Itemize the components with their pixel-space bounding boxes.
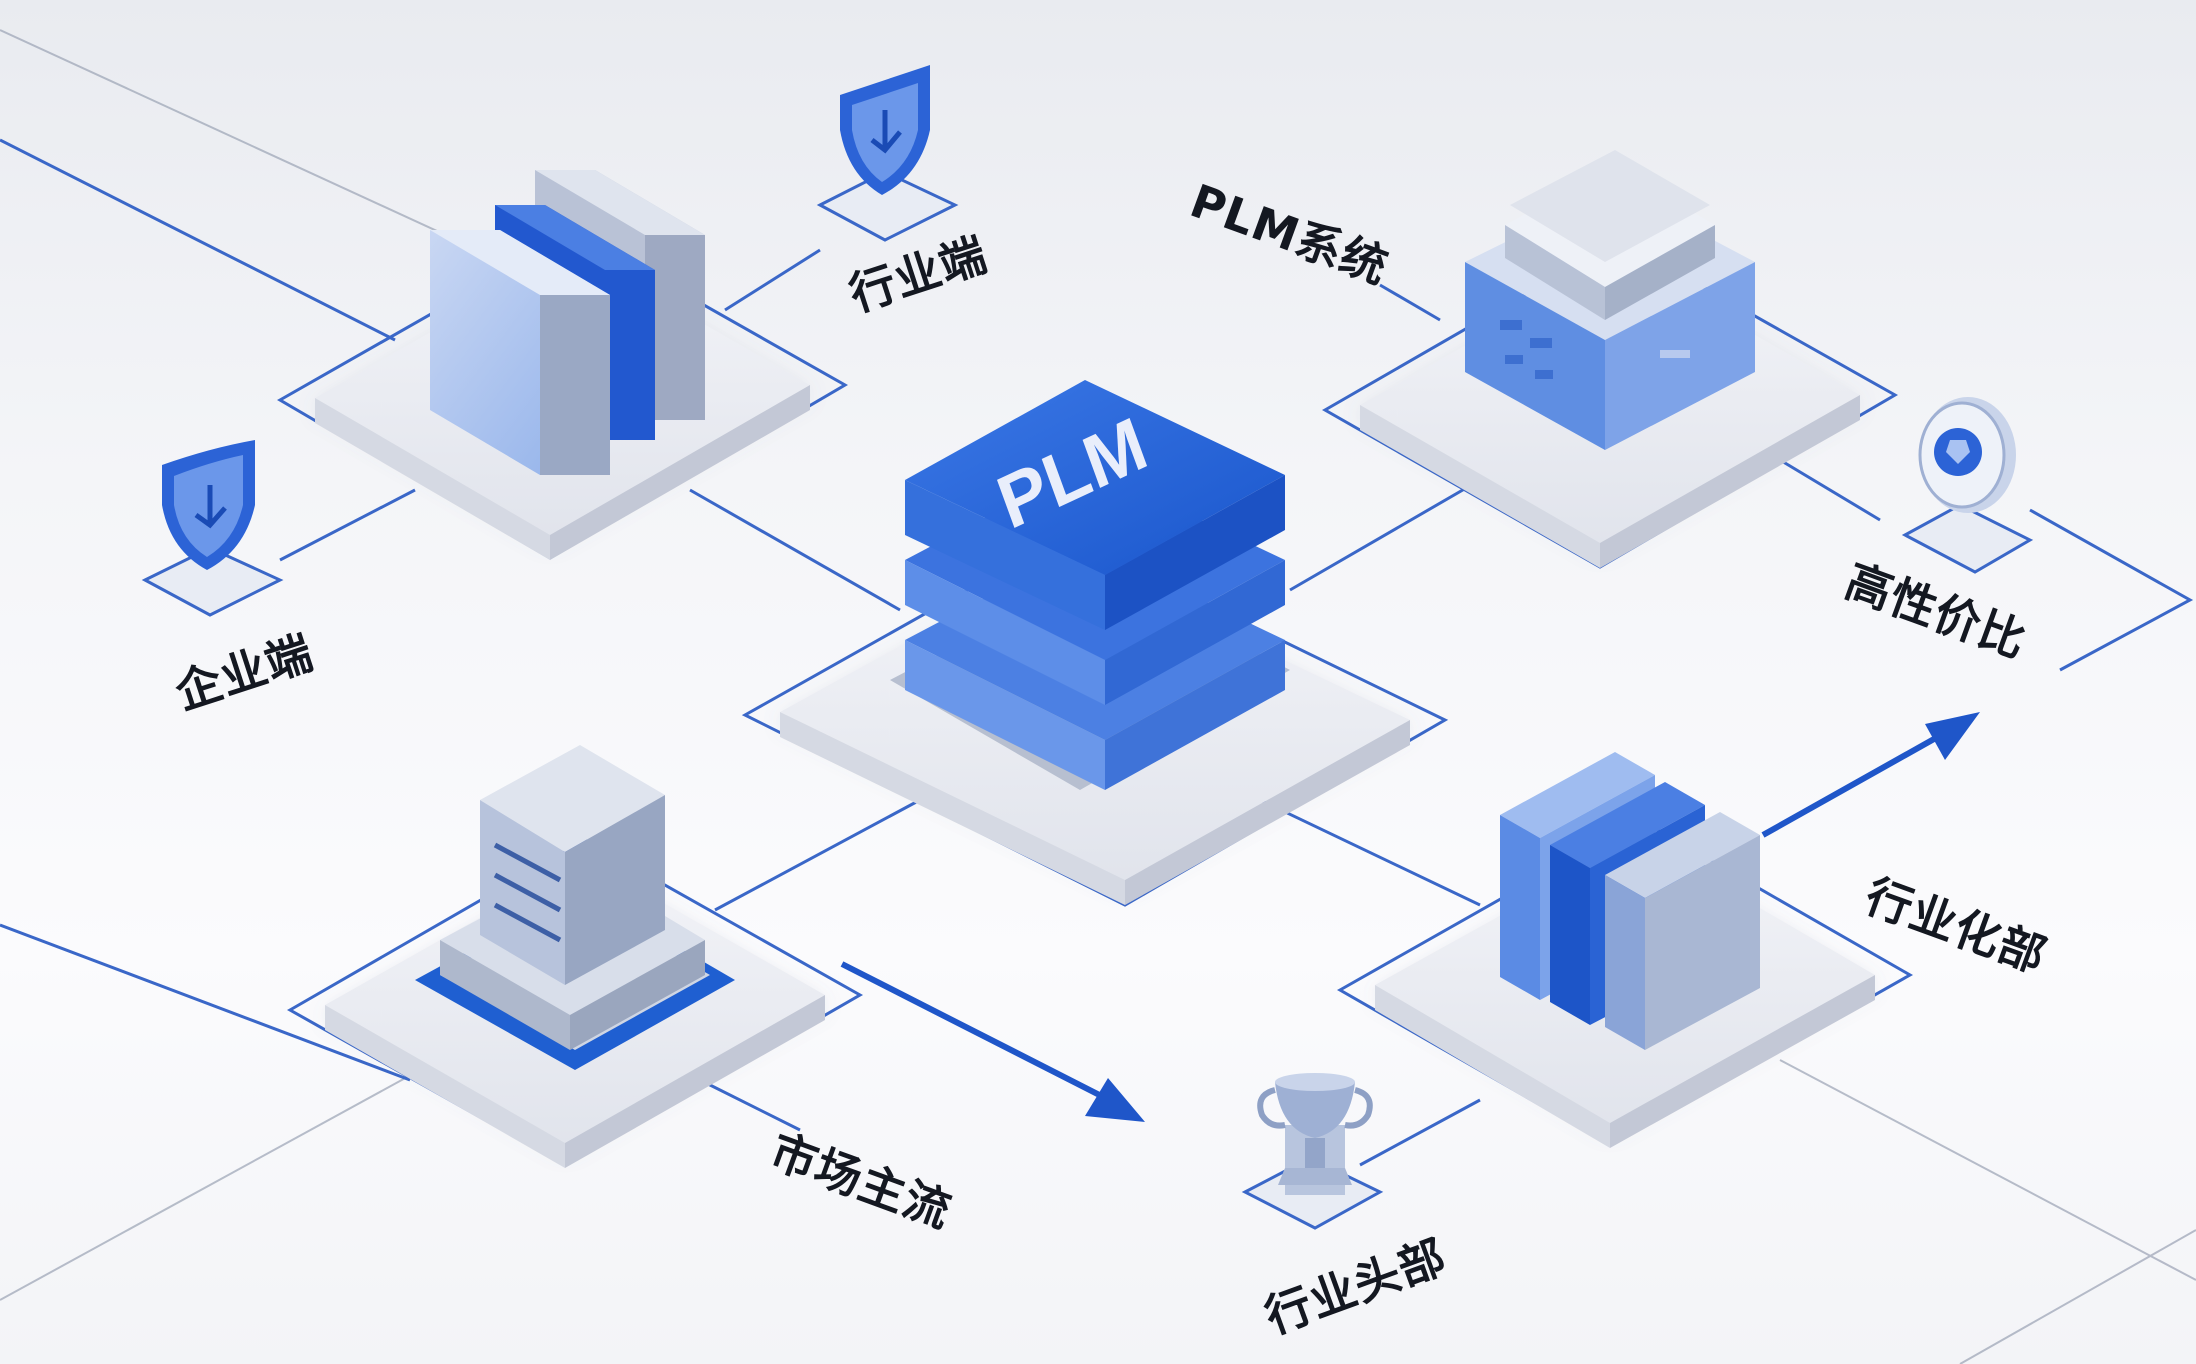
node-top-left <box>276 170 849 560</box>
shield-icon-top <box>816 65 959 242</box>
arrowhead-down <box>1085 1078 1145 1122</box>
node-market-mainstream <box>286 745 864 1168</box>
node-plm-center: PLM <box>741 380 1449 907</box>
shield-icon-left <box>141 440 284 617</box>
arrow-market-to-leader <box>840 961 1127 1111</box>
background-lines <box>0 29 2196 1364</box>
trophy-icon <box>1241 1073 1384 1230</box>
connector-lines <box>0 138 2194 1167</box>
arrowhead-up <box>1925 712 1980 760</box>
arrow-department-to-value <box>1761 727 1952 838</box>
node-plm-system <box>1321 150 1899 569</box>
flow-arrows <box>840 712 1980 1122</box>
node-industry-department <box>1336 752 1914 1148</box>
award-badge-icon <box>1901 397 2034 574</box>
